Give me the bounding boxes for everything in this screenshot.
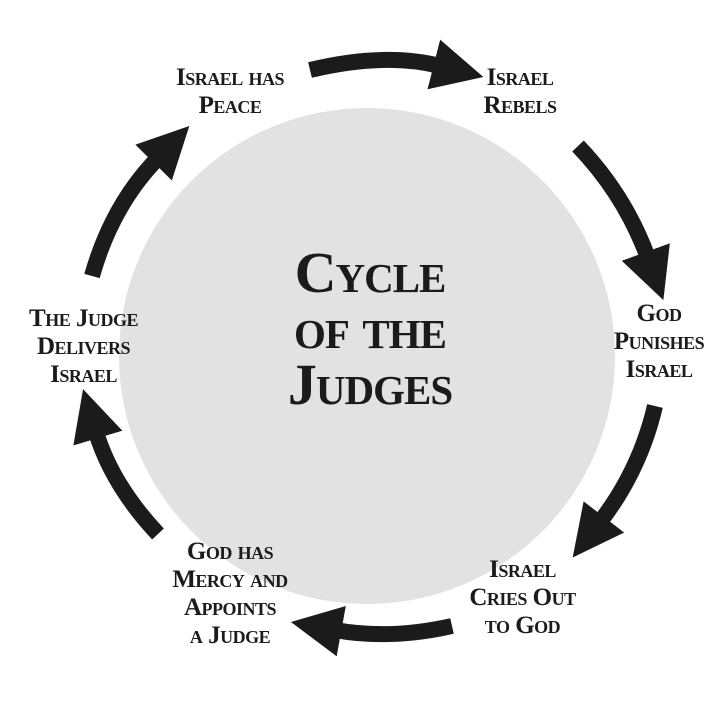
stage-line: Punishes bbox=[613, 328, 705, 355]
center-circle bbox=[119, 108, 615, 604]
arrow-peace-to-rebels bbox=[308, 39, 484, 90]
arrow-delivers-to-peace bbox=[84, 125, 190, 279]
stage-line: God bbox=[636, 300, 682, 327]
diagram-title: Cycle of the Judges bbox=[240, 240, 500, 417]
stage-god-punishes-israel: God Punishes Israel bbox=[600, 300, 718, 384]
title-line-2: of the bbox=[293, 296, 447, 361]
arrow-rebels-to-punishes bbox=[572, 140, 670, 301]
title-line-1: Cycle bbox=[294, 240, 447, 305]
stage-line: a Judge bbox=[189, 622, 271, 649]
stage-judge-delivers-israel: The Judge Delivers Israel bbox=[6, 305, 161, 389]
stage-line: Mercy and bbox=[172, 566, 288, 593]
arrow-mercy-to-delivers bbox=[73, 389, 164, 540]
stage-line: Delivers bbox=[36, 333, 131, 360]
stage-line: Cries Out bbox=[469, 584, 576, 611]
stage-line: Peace bbox=[198, 92, 262, 119]
title-line-3: Judges bbox=[287, 352, 453, 417]
arrow-punishes-to-cries bbox=[572, 404, 663, 558]
stage-israel-has-peace: Israel has Peace bbox=[150, 64, 310, 120]
stage-line: The Judge bbox=[29, 305, 138, 332]
stage-israel-rebels: Israel Rebels bbox=[465, 64, 575, 120]
stage-line: Appoints bbox=[183, 594, 277, 621]
stage-line: Rebels bbox=[483, 92, 557, 119]
arrow-cries-to-mercy bbox=[290, 605, 454, 657]
stage-line: Israel bbox=[625, 356, 693, 383]
stage-line: Israel bbox=[50, 361, 117, 388]
stage-line: Israel bbox=[486, 64, 554, 91]
stage-line: Israel bbox=[489, 556, 556, 583]
stage-israel-cries-out: Israel Cries Out to God bbox=[450, 556, 595, 640]
stage-line: to God bbox=[484, 612, 561, 639]
stage-line: God has bbox=[186, 538, 274, 565]
stage-line: Israel has bbox=[175, 64, 285, 91]
stage-god-has-mercy: God has Mercy and Appoints a Judge bbox=[145, 538, 315, 650]
